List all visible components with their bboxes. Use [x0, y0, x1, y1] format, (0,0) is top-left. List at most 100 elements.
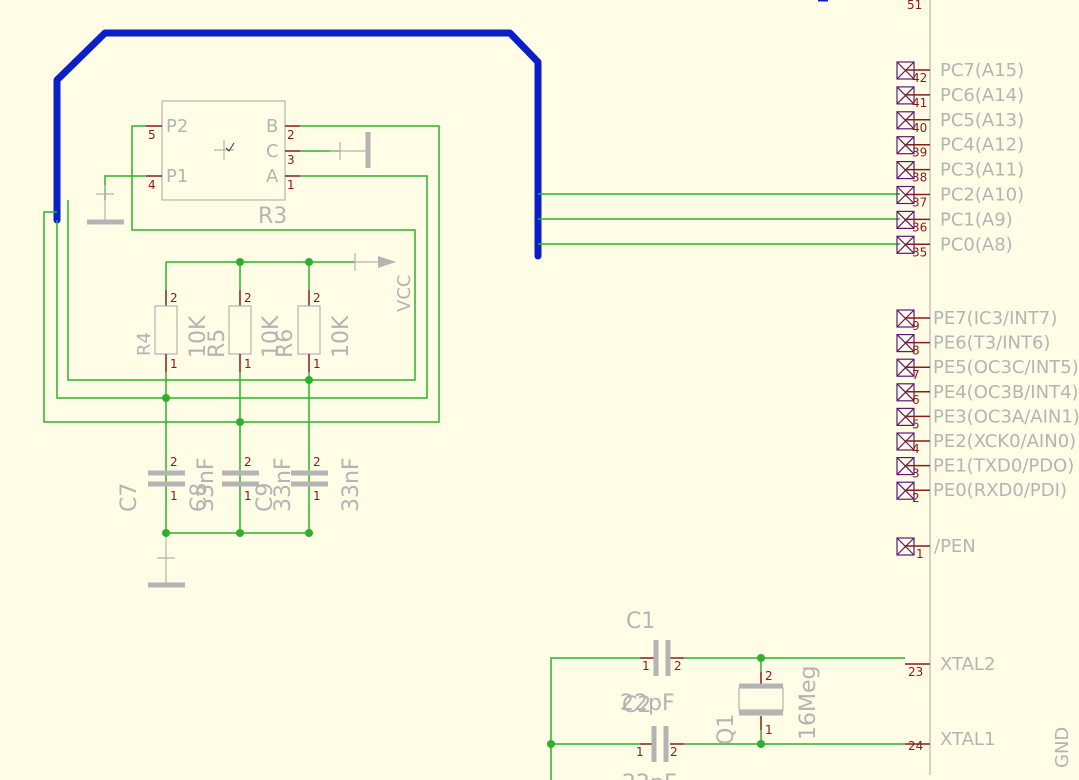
capacitor-c1[interactable]: 1 2 C1 22pF — [620, 609, 684, 716]
cap-pin-num: 1 — [313, 489, 321, 503]
port-c-pin-num: 39 — [912, 146, 927, 160]
port-c-pin[interactable]: 41 PC6(A14) — [896, 85, 1024, 110]
vcc-symbol: VCC — [166, 253, 415, 312]
port-e-pin[interactable]: 8 PE6(T3/INT6) — [896, 333, 1050, 358]
capacitor-c2[interactable]: 1 2 C2 22pF — [622, 693, 684, 780]
capacitor-name: C9 — [253, 483, 278, 512]
pot-pin-num: 5 — [148, 128, 156, 142]
xtal-pin-num: 23 — [908, 665, 923, 679]
res-pin-num: 1 — [170, 357, 178, 371]
mcu-pin-num: 51 — [907, 0, 922, 12]
xtal1-pin[interactable]: 24 XTAL1 — [905, 729, 995, 753]
port-c-pin-num: 42 — [912, 71, 927, 85]
xtal-pin-label: XTAL2 — [940, 654, 995, 675]
port-e-pin[interactable]: 5 PE3(OC3A/AIN1) — [896, 406, 1079, 431]
check-mark-icon — [225, 142, 235, 152]
vcc-label: VCC — [394, 275, 415, 312]
port-e-pin-num: 5 — [912, 417, 920, 431]
ground-symbol — [330, 132, 371, 168]
c2-pin-num: 1 — [636, 745, 644, 759]
res-pin-num: 2 — [170, 291, 178, 305]
resistor-value: 10K — [259, 315, 284, 358]
cap-pin-num: 1 — [170, 489, 178, 503]
port-e-pin-label: PE6(T3/INT6) — [933, 333, 1050, 354]
bus-line[interactable] — [53, 29, 542, 260]
potentiometer-r3[interactable]: 5 4 2 3 1 P2 P1 B C A R3 — [146, 100, 300, 229]
pot-pin-label: P2 — [166, 116, 188, 137]
port-c-pin[interactable]: 35 PC0(A8) — [896, 234, 1013, 259]
port-c-pin-num: 38 — [912, 171, 927, 185]
resistor-value: 10K — [186, 315, 211, 358]
capacitor-c9[interactable]: 2 1 C9 33nF — [253, 455, 364, 512]
capacitor-name: C7 — [117, 483, 142, 512]
crystal-q1[interactable]: 2 1 Q1 16Meg — [714, 666, 821, 745]
port-c-pin-label: PC6(A14) — [940, 85, 1024, 106]
port-c-pin-label: PC2(A10) — [940, 185, 1024, 206]
port-c-pin-num: 41 — [912, 96, 927, 110]
c2-pin-num: 2 — [670, 745, 678, 759]
pot-pin-num: 3 — [287, 153, 295, 167]
capacitor-c7[interactable]: 2 1 C7 33nF — [117, 455, 219, 512]
port-e-pin[interactable]: 2 PE0(RXD0/PDI) — [896, 480, 1067, 505]
port-c-pin-label: PC0(A8) — [940, 234, 1013, 255]
microcontroller[interactable]: 51 GND — [818, 0, 1073, 775]
pot-pin-label: C — [266, 141, 279, 162]
port-e-pin-label: PE0(RXD0/PDI) — [933, 480, 1067, 501]
port-c-pin-num: 35 — [912, 245, 927, 259]
ground-symbol — [87, 185, 124, 225]
q1-value: 16Meg — [796, 666, 821, 740]
port-e-pin-num: 2 — [912, 491, 920, 505]
pot-pin-num: 2 — [287, 128, 295, 142]
xtal2-pin[interactable]: 23 XTAL2 — [905, 654, 995, 679]
port-e-pin-label: PE4(OC3B/INT4) — [933, 382, 1079, 403]
port-e-pin-num: 6 — [912, 393, 920, 407]
res-pin-num: 2 — [244, 291, 252, 305]
cap-pin-num: 2 — [313, 455, 321, 469]
cap-pin-num: 2 — [170, 455, 178, 469]
port-e-pin-num: 9 — [912, 319, 920, 333]
q1-pin-num: 2 — [765, 669, 773, 683]
resistor-r5[interactable]: 2 1 R5 10K — [205, 262, 284, 535]
cap-pin-num: 2 — [244, 455, 252, 469]
port-c-pin[interactable]: 39 PC4(A12) — [896, 135, 1024, 160]
port-c-pin-num: 36 — [912, 220, 927, 234]
resistor-name: R5 — [205, 329, 230, 358]
gnd-pin-label: GND — [1052, 727, 1073, 768]
c1-name: C1 — [626, 609, 655, 634]
port-c-pin[interactable]: 38 PC3(A11) — [896, 160, 1024, 185]
port-e-pin-label: PE3(OC3A/AIN1) — [933, 406, 1079, 427]
pen-pin-num: 1 — [916, 547, 924, 561]
port-e-pin-num: 3 — [912, 467, 920, 481]
net-junctions — [162, 258, 313, 537]
pot-pin-label: P1 — [166, 166, 188, 187]
port-c-pin-label: PC4(A12) — [940, 135, 1024, 156]
port-e-pin-num: 8 — [912, 344, 920, 358]
resistor-r6[interactable]: 2 1 R6 10K — [273, 262, 354, 535]
resistor-value: 10K — [329, 315, 354, 358]
c1-pin-num: 1 — [642, 659, 650, 673]
port-c-pin-label: PC5(A13) — [940, 110, 1024, 131]
port-c-pin-num: 40 — [912, 121, 927, 135]
pen-pin[interactable]: 1 /PEN — [896, 536, 976, 561]
res-pin-num: 1 — [244, 357, 252, 371]
port-c-pin-label: PC3(A11) — [940, 160, 1024, 181]
c2-name: C2 — [622, 693, 651, 718]
ground-symbol — [148, 533, 185, 588]
capacitor-name: C8 — [187, 483, 212, 512]
port-c-pin[interactable]: 36 PC1(A9) — [896, 209, 1013, 234]
port-e-pin-num: 4 — [912, 442, 920, 456]
xtal-pin-label: XTAL1 — [940, 729, 995, 750]
capacitor-value: 33nF — [194, 457, 219, 512]
port-c-pin-label: PC1(A9) — [940, 209, 1013, 230]
port-e-pin[interactable]: 6 PE4(OC3B/INT4) — [896, 382, 1079, 407]
pot-name: R3 — [258, 204, 287, 229]
port-c-pin[interactable]: 40 PC5(A13) — [896, 110, 1024, 135]
